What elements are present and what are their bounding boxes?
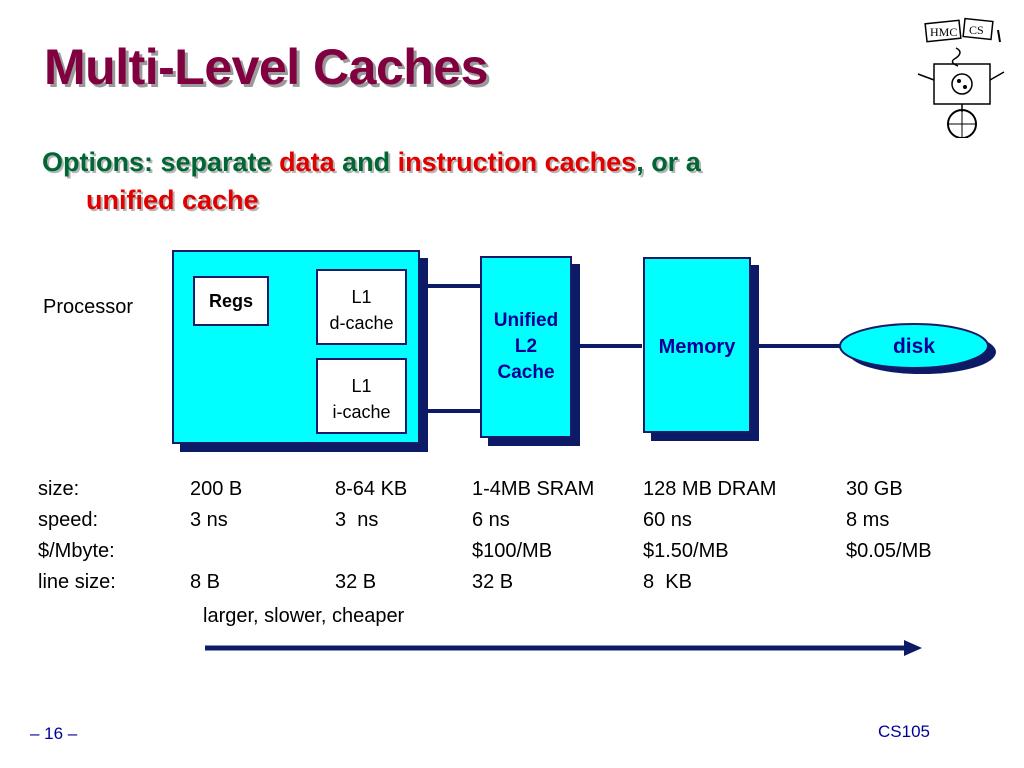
row-label: size: [38, 478, 80, 500]
bullet-and: and [334, 147, 398, 177]
bullet-unified-cache: unified cache [86, 185, 259, 215]
l2-cache-box [480, 256, 572, 438]
l1-icache-box: L1 i-cache [316, 358, 407, 434]
l2-value: 6 ns [472, 509, 510, 531]
l2-value: 1-4MB SRAM [472, 478, 595, 500]
l2-line1: Unified [493, 310, 559, 331]
page-number: – 16 – [30, 724, 78, 743]
l2-line3: Cache [497, 362, 555, 383]
disk-value: 30 GB [846, 478, 903, 500]
regs-value: 8 B [190, 571, 221, 593]
processor-label: Processor [43, 296, 134, 318]
disk-value: $0.05/MB [846, 540, 932, 562]
regs-box: Regs [193, 276, 269, 326]
l2-line2: L2 [514, 336, 538, 357]
l1d-line1: L1 [351, 287, 372, 307]
disk-shape [839, 323, 996, 374]
row-label: $/Mbyte: [38, 540, 115, 562]
l1d-line2: d-cache [329, 313, 394, 333]
l1i-line1: L1 [351, 376, 372, 396]
regs-value: 3 ns [190, 509, 228, 531]
l1-dcache-box: L1 d-cache [316, 269, 407, 345]
mem-value: 8 KB [643, 571, 692, 593]
options-bullet: Options: separate data and instruction c… [42, 143, 942, 219]
l2-value: $100/MB [472, 540, 553, 562]
row-label: speed: [38, 509, 99, 531]
arrow-label: larger, slower, cheaper [203, 605, 405, 627]
arrow-head [904, 640, 922, 656]
regs-value: 200 B [190, 478, 243, 500]
l2-value: 32 B [472, 571, 514, 593]
bullet-data: data [279, 147, 335, 177]
memory-box [643, 257, 751, 433]
l1-value: 3 ns [335, 509, 379, 531]
memory-label: Memory [658, 336, 736, 358]
mem-value: 128 MB DRAM [643, 478, 777, 500]
mem-value: 60 ns [643, 509, 692, 531]
regs-label: Regs [208, 291, 253, 311]
mem-value: $1.50/MB [643, 540, 729, 562]
course-code: CS105 [878, 722, 930, 741]
bullet-comma-or: , or a [636, 147, 701, 177]
l1-value: 32 B [335, 571, 377, 593]
svg-text:CS: CS [969, 23, 984, 37]
row-label: line size: [38, 571, 116, 593]
svg-text:HMC: HMC [930, 25, 957, 39]
bullet-prefix: Options: separate [42, 147, 280, 177]
l1-value: 8-64 KB [335, 478, 408, 500]
l1i-line2: i-cache [332, 402, 391, 422]
slide-title: Multi-Level Caches [44, 39, 488, 95]
disk-value: 8 ms [846, 509, 890, 531]
bullet-instruction-caches: instruction caches [397, 147, 637, 177]
l2-label: Unified L2 Cache [480, 308, 572, 386]
hmc-cs-logo: HMC CS [917, 17, 1005, 138]
disk-label: disk [892, 335, 936, 358]
